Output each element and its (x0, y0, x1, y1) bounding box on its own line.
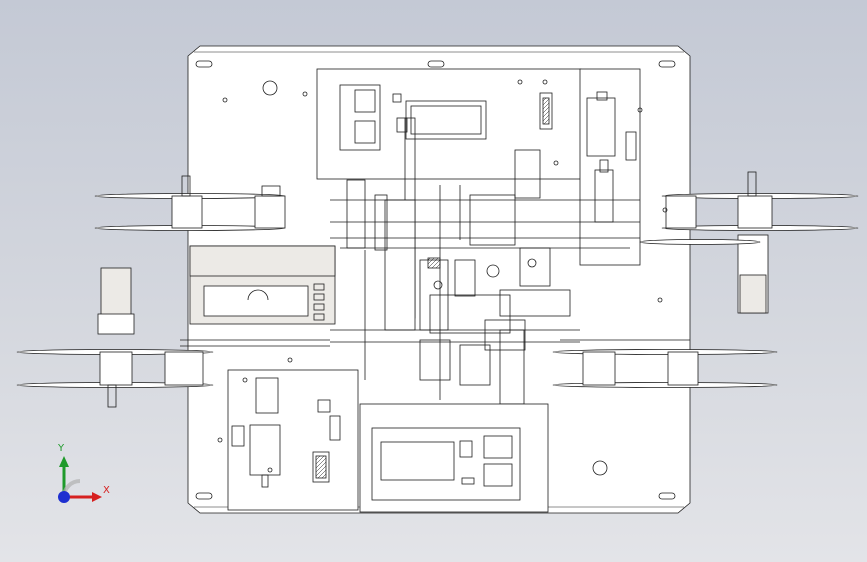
left-tape-reel-assembly (16, 175, 330, 408)
bottom-control-box (359, 403, 549, 513)
triad-x-label: X (103, 485, 110, 496)
left-display-panel (189, 245, 336, 325)
triad-y-label: Y (58, 443, 65, 454)
top-control-box (316, 68, 582, 180)
fasteners (217, 79, 668, 473)
coordinate-triad-icon (58, 456, 102, 503)
right-upper-bracket (539, 68, 641, 266)
right-tape-reel-assembly (552, 171, 859, 388)
central-mechanism (330, 117, 640, 405)
left-bottom-bracket (227, 369, 359, 511)
